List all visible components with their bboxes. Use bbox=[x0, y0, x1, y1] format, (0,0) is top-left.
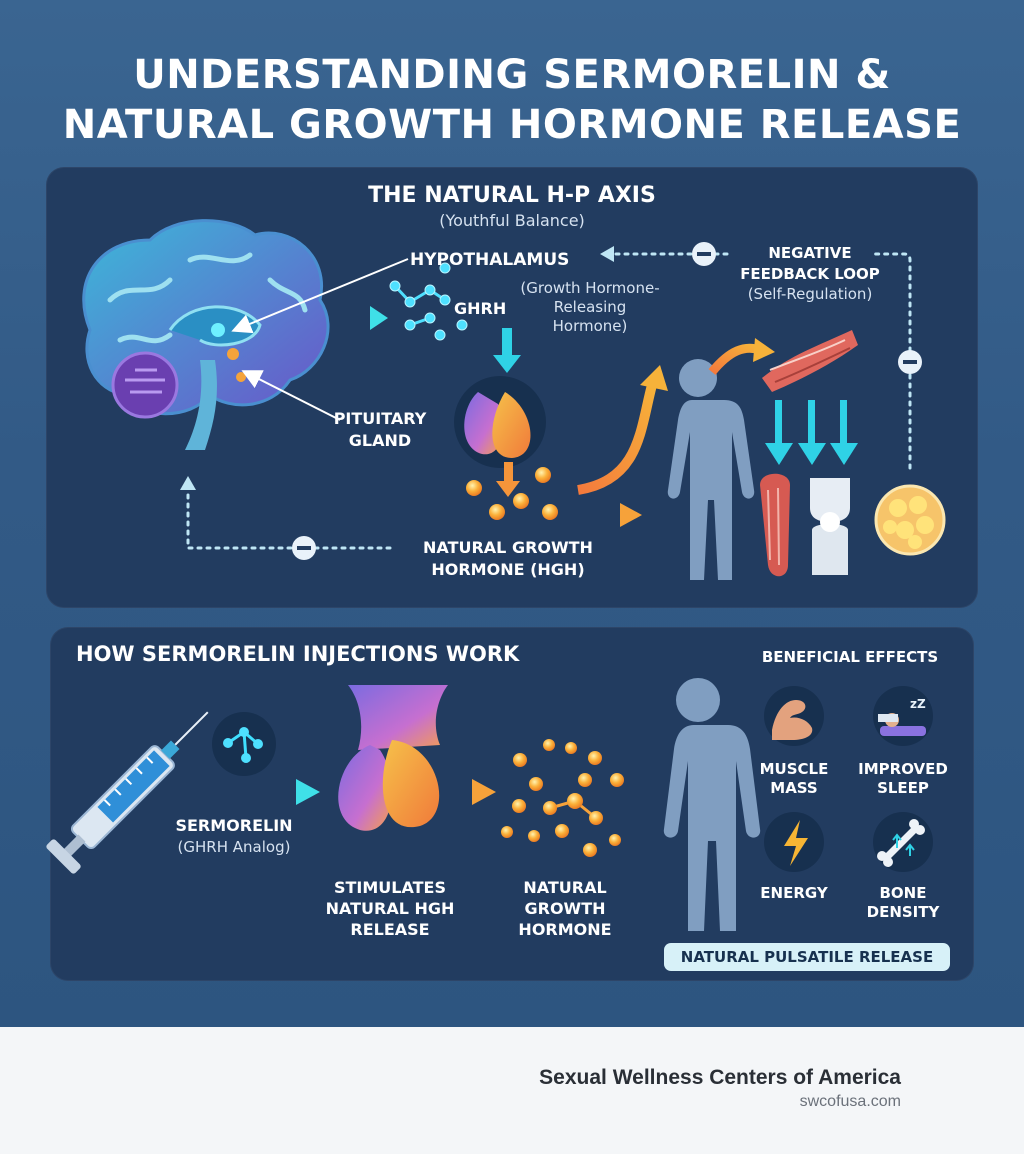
title-line-1: UNDERSTANDING SERMORELIN & bbox=[133, 52, 891, 98]
injection-heading: HOW SERMORELIN INJECTIONS WORK bbox=[76, 642, 520, 666]
effect-muscle-line-2: MASS bbox=[770, 779, 818, 797]
pituitary-gland-large-icon bbox=[338, 685, 448, 831]
pituitary-label: PITUITARY GLAND bbox=[320, 408, 440, 452]
natural-gh-line-3: HORMONE bbox=[518, 920, 612, 939]
pointer-hypothalamus bbox=[231, 258, 409, 334]
effect-muscle-line-1: MUSCLE bbox=[759, 760, 829, 778]
effect-muscle-label: MUSCLE MASS bbox=[744, 760, 844, 798]
hgh-particle-cluster bbox=[501, 739, 624, 857]
human-body-icon bbox=[663, 678, 761, 931]
arrow-body-to-muscle bbox=[708, 343, 762, 375]
feedback-label: NEGATIVE FEEDBACK LOOP bbox=[725, 243, 895, 285]
axis-subheading: (Youthful Balance) bbox=[439, 211, 585, 230]
natural-gh-line-2: GROWTH bbox=[524, 899, 606, 918]
muscle-fiber-icon bbox=[762, 330, 858, 392]
effects-heading: BENEFICIAL EFFECTS bbox=[761, 648, 939, 666]
hgh-particles bbox=[466, 467, 558, 520]
feedback-line-1: NEGATIVE bbox=[768, 244, 852, 262]
pointer-pituitary bbox=[241, 370, 341, 421]
injection-panel bbox=[50, 627, 974, 981]
bone-joint-icon bbox=[810, 478, 850, 575]
page-title: UNDERSTANDING SERMORELIN & NATURAL GROWT… bbox=[0, 50, 1024, 150]
ghrh-desc-line-2: Releasing bbox=[553, 298, 627, 316]
pituitary-line-1: PITUITARY bbox=[333, 409, 427, 428]
effect-bone-line-2: DENSITY bbox=[866, 903, 940, 921]
stimulates-line-1: STIMULATES bbox=[333, 878, 446, 897]
hgh-label: NATURAL GROWTH HORMONE (HGH) bbox=[398, 537, 618, 581]
lightning-bolt-icon bbox=[764, 812, 824, 872]
hgh-line-2: HORMONE (HGH) bbox=[431, 560, 585, 579]
fat-cells-icon bbox=[874, 484, 946, 556]
release-note-badge: NATURAL PULSATILE RELEASE bbox=[664, 943, 950, 971]
sleep-z-glyph: zZ bbox=[910, 697, 926, 711]
ghrh-molecule-icon bbox=[389, 262, 468, 341]
title-line-2: NATURAL GROWTH HORMONE RELEASE bbox=[62, 102, 962, 148]
human-body-icon bbox=[667, 359, 755, 580]
minus-circle-icon bbox=[898, 350, 922, 374]
sleeping-person-icon bbox=[873, 686, 933, 746]
effect-sleep-line-2: SLEEP bbox=[877, 779, 929, 797]
sermorelin-label: SERMORELIN bbox=[175, 816, 293, 835]
hypothalamus-label: HYPOTHALAMUS bbox=[410, 250, 570, 270]
ghrh-desc-line-3: Hormone) bbox=[552, 317, 628, 335]
hgh-line-1: NATURAL GROWTH bbox=[423, 538, 593, 557]
minus-circle-icon bbox=[692, 242, 716, 266]
brain-icon bbox=[82, 219, 330, 450]
ghrh-description: (Growth Hormone- Releasing Hormone) bbox=[495, 279, 685, 336]
effect-sleep-label: IMPROVED SLEEP bbox=[853, 760, 953, 798]
stimulates-line-3: RELEASE bbox=[350, 920, 430, 939]
muscle-icon bbox=[760, 473, 790, 577]
natural-gh-line-1: NATURAL bbox=[523, 878, 607, 897]
feedback-sublabel: (Self-Regulation) bbox=[747, 285, 873, 303]
effect-energy-label: ENERGY bbox=[760, 884, 828, 902]
minus-circle-icon bbox=[292, 536, 316, 560]
sermorelin-molecule-icon bbox=[212, 712, 276, 776]
ghrh-desc-line-1: (Growth Hormone- bbox=[520, 279, 660, 297]
flexed-arm-icon bbox=[764, 686, 824, 746]
pituitary-line-2: GLAND bbox=[348, 431, 412, 450]
syringe-icon bbox=[46, 711, 209, 874]
footer bbox=[0, 1027, 1024, 1154]
feedback-loop-path-bottom bbox=[186, 488, 392, 550]
effect-sleep-line-1: IMPROVED bbox=[858, 760, 948, 778]
feedback-line-2: FEEDBACK LOOP bbox=[740, 265, 880, 283]
arrow-hgh-to-body-curve bbox=[577, 383, 657, 495]
bone-icon bbox=[873, 812, 933, 872]
ghrh-label: GHRH bbox=[454, 299, 507, 318]
effect-bone-line-1: BONE bbox=[879, 884, 927, 902]
natural-gh-label: NATURAL GROWTH HORMONE bbox=[490, 877, 640, 940]
effect-arrows bbox=[765, 400, 858, 465]
brand-name: Sexual Wellness Centers of America bbox=[539, 1066, 901, 1089]
site-url: swcofusa.com bbox=[799, 1093, 901, 1110]
stimulates-line-2: NATURAL HGH bbox=[325, 899, 455, 918]
effect-bone-label: BONE DENSITY bbox=[853, 884, 953, 922]
sermorelin-sublabel: (GHRH Analog) bbox=[177, 838, 291, 856]
stimulates-label: STIMULATES NATURAL HGH RELEASE bbox=[310, 877, 470, 940]
axis-heading: THE NATURAL H-P AXIS bbox=[368, 183, 656, 208]
pituitary-gland-icon bbox=[454, 376, 546, 468]
